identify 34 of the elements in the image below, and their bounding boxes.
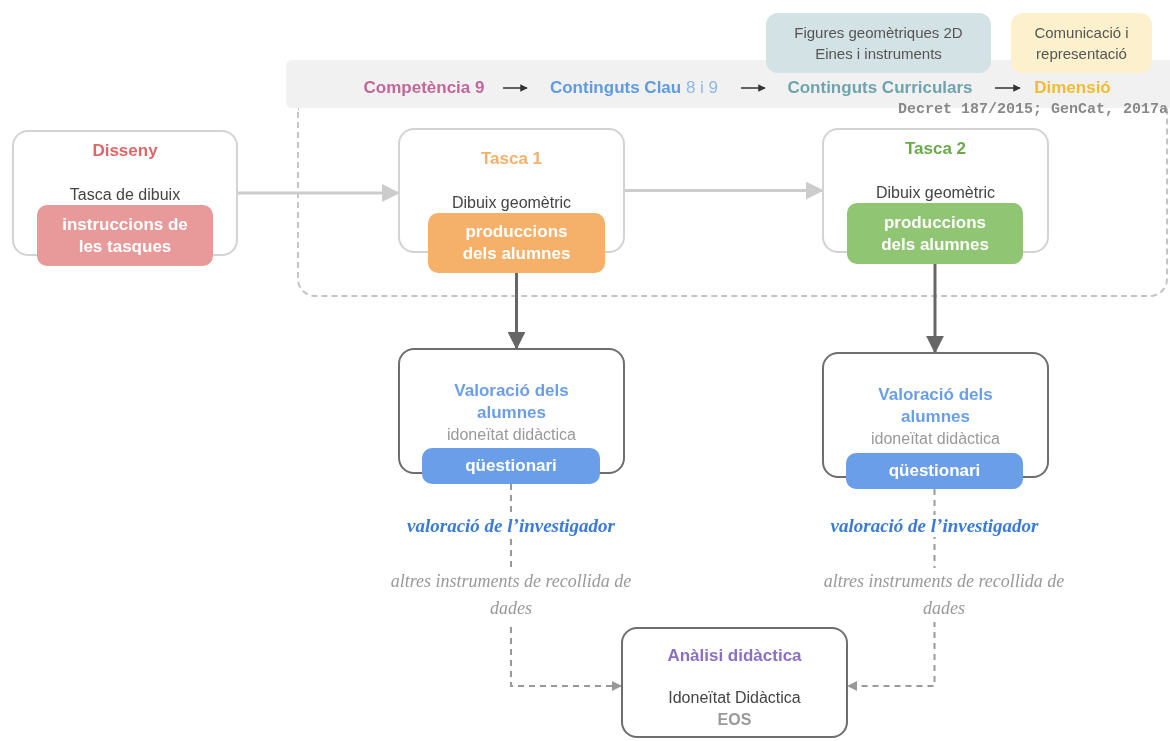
card-text: Dibuix geomètric	[450, 193, 573, 213]
header-item: Continguts Clau 8 i 9	[527, 72, 741, 104]
card-title: Valoració dels alumnes	[453, 380, 570, 424]
card-title: Tasca 1	[479, 148, 544, 170]
dimension-tag: Comunicació i representació	[1011, 13, 1152, 73]
arrow	[994, 84, 1021, 92]
card-text: idoneïtat didàctica	[446, 425, 577, 445]
card-text: EOS	[716, 710, 753, 730]
questionnaire-badge: qüestionari	[846, 453, 1023, 489]
edge-label: valoració de l’investigador	[828, 515, 1041, 537]
arrow	[507, 273, 526, 350]
arrow	[926, 264, 944, 354]
reference-note: Decret 187/2015; GenCat, 2017a	[896, 101, 1168, 118]
card-title: Tasca 2	[903, 138, 968, 160]
edge-label: valoració de l’investigador	[405, 515, 617, 537]
card-title: Anàlisi didàctica	[666, 645, 803, 667]
header-item: Dimensió	[1020, 72, 1125, 104]
arrow	[625, 181, 824, 200]
analysis-card	[621, 627, 848, 738]
questionnaire-badge: qüestionari	[422, 448, 600, 484]
card-text: Tasca de dibuix	[68, 185, 182, 205]
card-title: Disseny	[91, 140, 159, 162]
card-text: Idoneïtat Didàctica	[667, 688, 802, 708]
output-badge: produccions dels alumnes	[847, 203, 1023, 264]
card-title: Valoració dels alumnes	[877, 384, 994, 428]
output-badge: instruccions de les tasques	[37, 205, 213, 266]
arrow	[502, 84, 528, 92]
header-item: Competència 9	[345, 72, 503, 104]
arrow	[740, 84, 766, 92]
arrow	[238, 184, 400, 202]
output-badge: produccions dels alumnes	[428, 213, 605, 273]
card-text: idoneïtat didàctica	[870, 429, 1001, 449]
card-text: Dibuix geomètric	[874, 183, 997, 203]
content-tag: Figures geomètriques 2D Eines i instruments	[766, 13, 991, 73]
